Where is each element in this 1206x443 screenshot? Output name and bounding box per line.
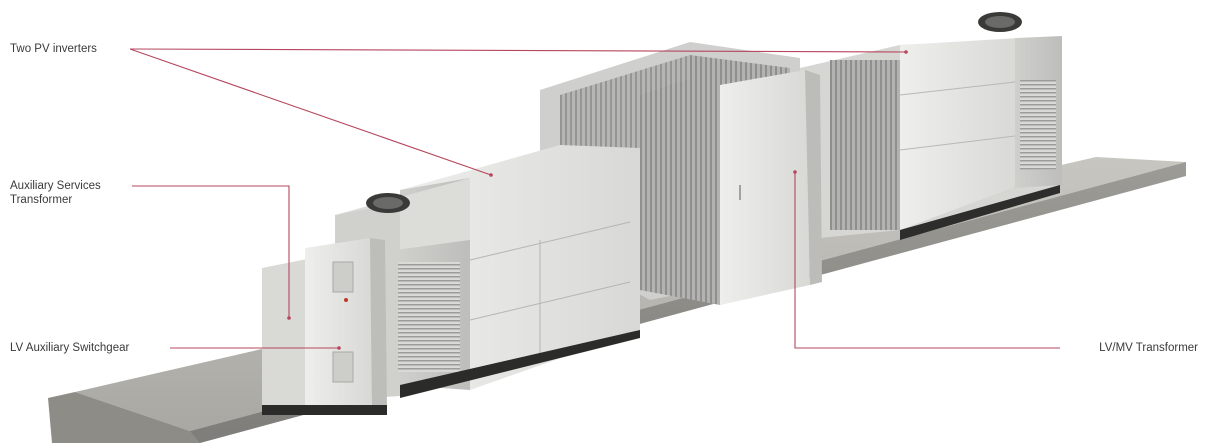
right-inverter — [800, 12, 1062, 240]
label-aux-line-2: Transformer — [10, 194, 73, 206]
label-auxiliary-services-transformer: Auxiliary Services Transformer — [10, 179, 101, 207]
leader-line-aux-services — [132, 185, 290, 318]
leader-lines — [129, 48, 1060, 350]
label-two-pv-inverters: Two PV inverters — [10, 43, 97, 55]
leader-line-pv-inverters — [129, 48, 492, 176]
label-aux-line-1: Auxiliary Services — [10, 180, 101, 192]
label-lv-mv-transformer: LV/MV Transformer — [1099, 342, 1198, 354]
label-lv-auxiliary-switchgear: LV Auxiliary Switchgear — [10, 342, 130, 354]
leader-line-lv-mv-transformer — [794, 172, 1060, 349]
lv-mv-transformer-cabinet — [640, 68, 822, 305]
leader-line-pv-inverters-right — [129, 48, 907, 53]
auxiliary-cabinets — [262, 238, 387, 415]
